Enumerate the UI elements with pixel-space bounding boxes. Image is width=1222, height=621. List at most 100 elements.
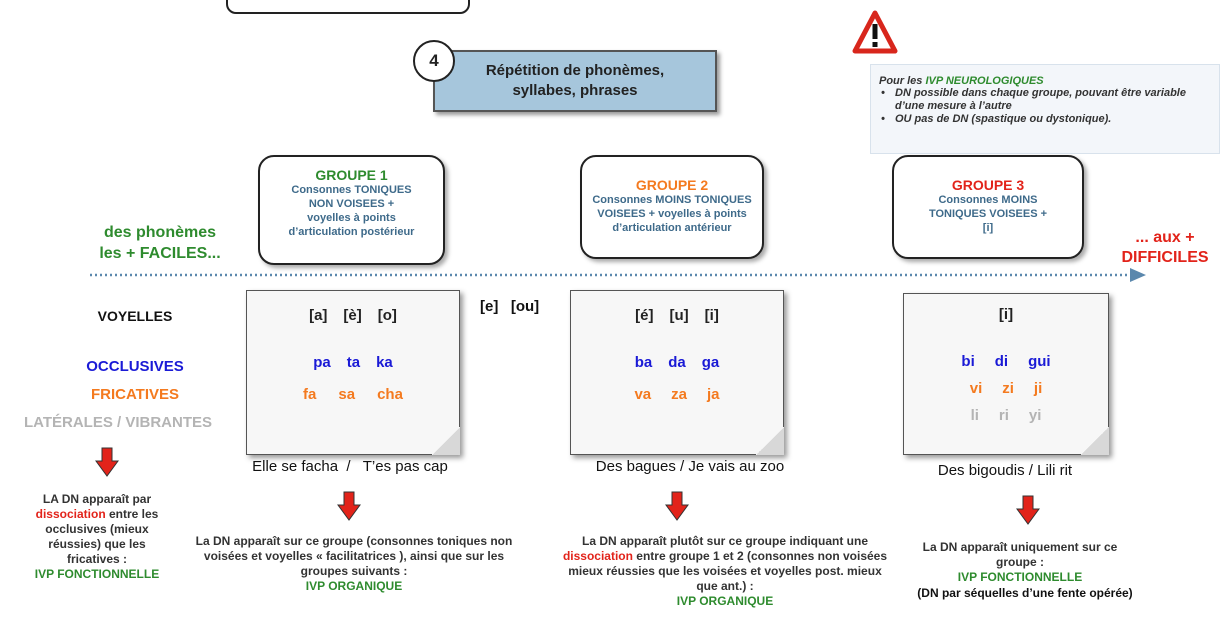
card-1-vowels: [a] [è] [o] [247,307,459,324]
top-box [226,0,470,14]
axis-right-label: ... aux + DIFFICILES [1108,228,1222,268]
syllable: ba [634,354,653,371]
card-group-2: [é] [u] [i] ba da ga va za ja [570,290,784,455]
group-1-desc: Consonnes TONIQUES NON VOISEES + voyelle… [288,184,415,238]
vowel: [o] [377,307,397,324]
conclusion-g2-text: La DN apparaît plutôt sur ce groupe indi… [581,534,868,548]
syllable: yi [1028,407,1042,424]
conclusion-g2-dissociation: dissociation [562,549,633,563]
conclusion-g3-text: La DN apparaît uniquement sur ce groupe … [922,540,1118,569]
syllable: ji [1033,380,1043,397]
axis-left-label: des phonèmes les + FACILES... [60,222,260,264]
note-title-highlight: IVP NEUROLOGIQUES [925,75,1044,87]
note-title: Pour les IVP NEUROLOGIQUES [879,75,1044,87]
card-3-occlusives: bi di gui [904,353,1108,370]
syllable: ka [376,354,393,371]
syllable: ri [998,407,1009,424]
axis-left-line1: des phonèmes [103,224,217,241]
conclusion-left-text2: entre les occlusives (mieux réussies) qu… [45,507,159,566]
label-vowels: VOYELLES [97,308,173,324]
conclusion-g1-text: La DN apparaît sur ce groupe (consonnes … [195,534,513,578]
group-3-box: GROUPE 3 Consonnes MOINS TONIQUES VOISEE… [892,155,1084,259]
syllable: di [994,353,1009,370]
group-2-box: GROUPE 2 Consonnes MOINS TONIQUES VOISEE… [580,155,764,259]
syllable: da [668,354,686,371]
conclusion-g3-verdict: IVP FONCTIONNELLE [957,570,1083,584]
axis-right-line2: DIFFICILES [1121,249,1209,266]
note-bullet: DN possible dans chaque groupe, pouvant … [881,87,1216,113]
conclusion-left: LA DN apparaît par dissociation entre le… [28,492,166,582]
down-arrow-icon [95,447,119,477]
card-2-occlusives: ba da ga [571,354,783,371]
down-arrow-icon [665,491,689,521]
syllable: va [634,386,652,403]
syllable: ta [346,354,361,371]
vowel: [è] [343,307,362,324]
axis-left-line2: les + FACILES... [99,245,221,262]
card-2-vowels: [é] [u] [i] [571,307,783,324]
card-1-occlusives: pa ta ka [247,354,459,371]
between-vowels: [e] [ou] [480,298,540,315]
group-2-title: GROUPE 2 [635,177,709,193]
group-3-title: GROUPE 3 [951,177,1025,193]
syllable: li [970,407,979,424]
card-1-fricatives: fa sa cha [247,386,459,403]
conclusion-group-1: La DN apparaît sur ce groupe (consonnes … [190,534,518,594]
syllable: za [671,386,687,403]
syllable: cha [377,386,403,403]
conclusion-left-verdict: IVP FONCTIONNELLE [34,567,160,581]
sentence-group-2: Des bagues / Je vais au zoo [595,458,785,475]
warning-icon [852,10,898,54]
sentence-group-3: Des bigoudis / Lili rit [937,462,1073,479]
syllable: vi [969,380,983,397]
syllable: sa [338,386,356,403]
syllable: bi [961,353,975,370]
label-fricatives: FRICATIVES [90,386,180,403]
group-1-title: GROUPE 1 [315,167,388,183]
vowel: [é] [635,307,654,324]
step-title-box: Répétition de phonèmes, syllabes, phrase… [433,50,717,112]
syllable: pa [313,354,331,371]
group-3-desc: Consonnes MOINS TONIQUES VOISEES + [i] [928,194,1048,234]
syllable: ga [701,354,720,371]
vowel: [u] [669,307,689,324]
conclusion-g2-verdict: IVP ORGANIQUE [676,594,774,608]
vowel: [i] [998,306,1014,323]
axis-right-line1: ... aux + [1135,229,1195,246]
page-fold [756,427,784,455]
card-group-3: [i] bi di gui vi zi ji li ri yi [903,293,1109,455]
conclusion-group-3: La DN apparaît uniquement sur ce groupe … [905,540,1135,585]
syllable: gui [1028,353,1051,370]
down-arrow-icon [1016,495,1040,525]
step-title: Répétition de phonèmes, syllabes, phrase… [485,62,665,99]
label-laterales: LATÉRALES / VIBRANTES [23,414,213,431]
note-bullet: OU pas de DN (spastique ou dystonique). [881,113,1216,126]
conclusion-left-text: LA DN apparaît par [42,492,152,506]
difficulty-arrow [90,268,1146,282]
card-2-fricatives: va za ja [571,386,783,403]
step-number-badge: 4 [413,40,455,82]
label-occlusives: OCCLUSIVES [86,358,184,375]
conclusion-group-2: La DN apparaît plutôt sur ce groupe indi… [560,534,890,609]
neuro-warning-note: Pour les IVP NEUROLOGIQUES DN possible d… [870,64,1220,154]
page-fold [432,427,460,455]
page-fold [1081,427,1109,455]
syllable: ja [707,386,720,403]
conclusion-left-dissociation: dissociation [35,507,106,521]
syllable: fa [303,386,317,403]
sentence-group-1: Elle se facha / T’es pas cap [252,458,448,475]
conclusion-g3-note: (DN par séquelles d’une fente opérée) [917,586,1133,600]
vowel: [i] [704,307,719,324]
card-3-fricatives: vi zi ji [904,380,1108,397]
note-title-prefix: Pour les [879,75,926,87]
step-number: 4 [429,51,439,70]
note-bullets: DN possible dans chaque groupe, pouvant … [871,87,1216,126]
syllable: zi [1002,380,1014,397]
card-3-laterales: li ri yi [904,407,1108,424]
group-2-desc: Consonnes MOINS TONIQUES VOISEES + voyel… [592,194,752,234]
card-3-vowels: [i] [904,306,1108,323]
down-arrow-icon [337,491,361,521]
conclusion-g2-text2: entre groupe 1 et 2 (consonnes non voisé… [568,549,888,593]
vowel: [a] [309,307,328,324]
group-1-box: GROUPE 1 Consonnes TONIQUES NON VOISEES … [258,155,445,265]
